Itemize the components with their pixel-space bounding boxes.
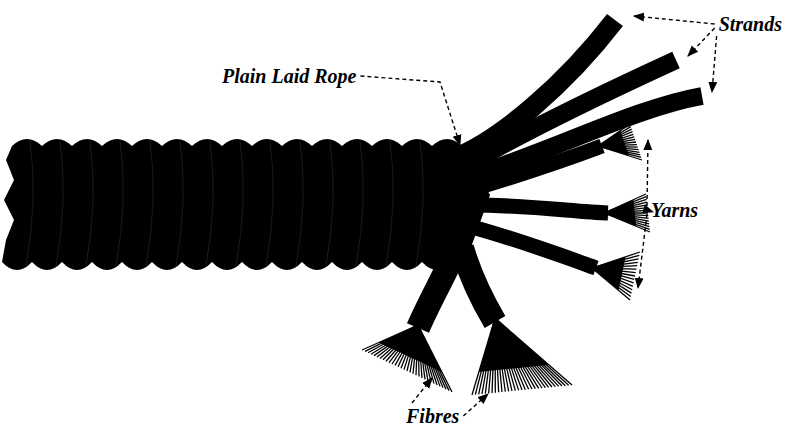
leader-line	[412, 378, 432, 403]
lay-line	[296, 140, 303, 266]
leader-line	[360, 76, 460, 145]
leader-line	[463, 394, 488, 416]
fibre-strand	[462, 248, 495, 322]
rope-drawing	[2, 20, 702, 395]
lay-line	[56, 140, 63, 266]
lay-line	[206, 140, 213, 266]
strand	[472, 96, 702, 176]
lay-line	[416, 140, 423, 266]
yarn-tuft	[592, 252, 640, 300]
lay-line	[326, 140, 333, 266]
part-label: Plain Laid Rope	[222, 66, 356, 86]
rope-body	[2, 139, 490, 270]
leader-lines	[360, 16, 716, 416]
fibre-tuft	[472, 318, 572, 395]
lay-line	[386, 140, 393, 266]
lay-line	[266, 140, 273, 266]
lay-line	[236, 140, 243, 266]
yarn	[465, 225, 596, 268]
fibre-strand	[418, 245, 458, 328]
lay-line	[176, 140, 183, 266]
lay-line	[356, 140, 363, 266]
strand-twist	[447, 146, 479, 174]
lay-line	[146, 140, 153, 266]
yarn-tuft	[598, 124, 642, 160]
yarn-tuft	[604, 194, 650, 232]
part-label: Strands	[719, 14, 782, 34]
lay-line	[86, 140, 93, 266]
leader-line	[638, 214, 647, 288]
leader-line	[688, 28, 715, 56]
leader-line	[634, 16, 715, 24]
lay-line	[116, 140, 123, 266]
leader-line	[712, 36, 717, 92]
yarn	[470, 205, 608, 213]
yarn	[470, 146, 602, 190]
lay-line	[26, 140, 33, 266]
part-label: Yarns	[651, 200, 698, 220]
fibre-tuft	[362, 325, 452, 392]
part-label: Fibres	[406, 406, 459, 426]
leader-line	[647, 140, 648, 206]
